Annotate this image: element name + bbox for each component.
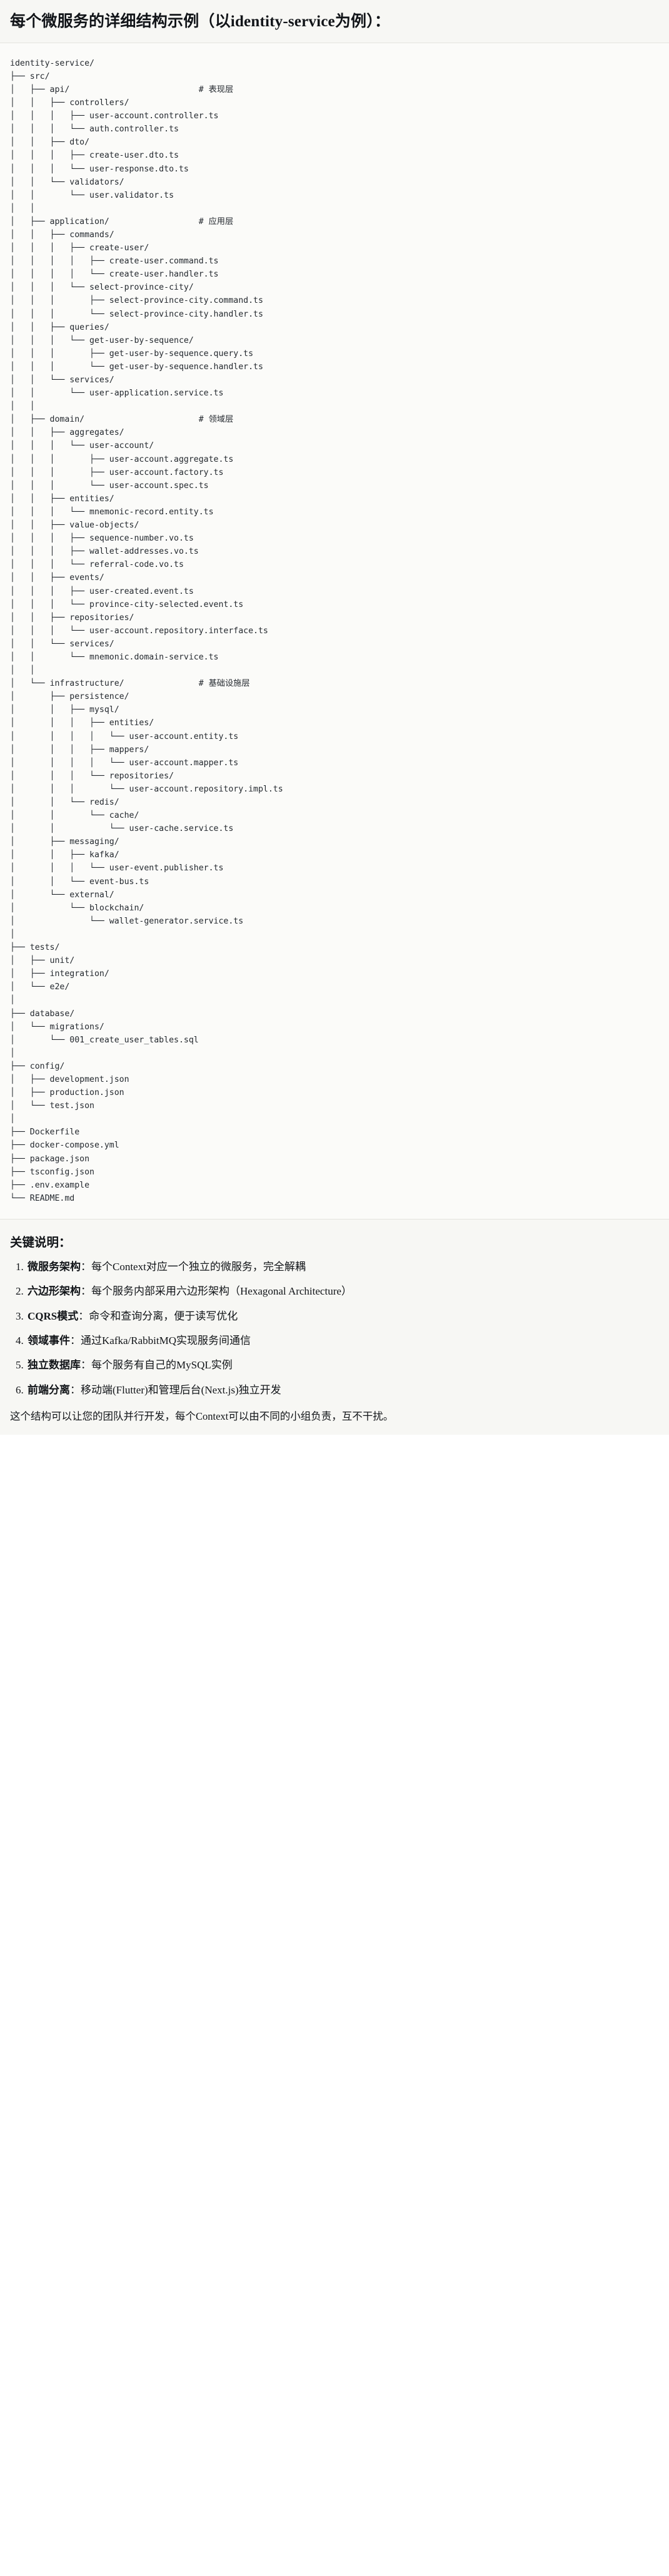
note-term: 前端分离: [28, 1383, 70, 1396]
note-separator: ：: [78, 1310, 89, 1322]
directory-tree-text: identity-service/ ├── src/ │ ├── api/ # …: [10, 58, 283, 1203]
note-separator: ：: [81, 1285, 91, 1298]
key-notes-list: 微服务架构：每个Context对应一个独立的微服务，完全解耦 六边形架构：每个服…: [10, 1259, 659, 1398]
note-text: 每个服务内部采用六边形架构（Hexagonal Architecture）: [91, 1285, 352, 1298]
list-item: CQRS模式：命令和查询分离，便于读写优化: [26, 1308, 659, 1325]
note-text: 每个服务有自己的MySQL实例: [91, 1359, 233, 1372]
list-item: 六边形架构：每个服务内部采用六边形架构（Hexagonal Architectu…: [26, 1283, 659, 1300]
list-item: 独立数据库：每个服务有自己的MySQL实例: [26, 1357, 659, 1373]
note-text: 命令和查询分离，便于读写优化: [89, 1310, 238, 1322]
document-page: 每个微服务的详细结构示例（以identity-service为例）： ident…: [0, 0, 669, 1435]
closing-paragraph: 这个结构可以让您的团队并行开发，每个Context可以由不同的小组负责，互不干扰…: [10, 1410, 394, 1422]
key-notes-section: 关键说明： 微服务架构：每个Context对应一个独立的微服务，完全解耦 六边形…: [0, 1219, 669, 1435]
list-item: 微服务架构：每个Context对应一个独立的微服务，完全解耦: [26, 1259, 659, 1275]
note-term: 领域事件: [28, 1334, 70, 1347]
note-term: CQRS模式: [28, 1310, 79, 1322]
title-section: 每个微服务的详细结构示例（以identity-service为例）：: [0, 0, 669, 43]
note-separator: ：: [70, 1334, 81, 1347]
note-separator: ：: [81, 1260, 91, 1273]
note-separator: ：: [81, 1359, 91, 1372]
note-text: 每个Context对应一个独立的微服务，完全解耦: [91, 1260, 306, 1273]
note-separator: ：: [70, 1383, 81, 1396]
list-item: 前端分离：移动端(Flutter)和管理后台(Next.js)独立开发: [26, 1382, 659, 1398]
note-term: 微服务架构: [28, 1260, 81, 1273]
directory-tree-section: identity-service/ ├── src/ │ ├── api/ # …: [0, 43, 669, 1219]
note-text: 通过Kafka/RabbitMQ实现服务间通信: [81, 1334, 251, 1347]
directory-tree-code: identity-service/ ├── src/ │ ├── api/ # …: [0, 57, 669, 1205]
page-title: 每个微服务的详细结构示例（以identity-service为例）：: [10, 13, 391, 30]
note-term: 独立数据库: [28, 1359, 81, 1372]
note-text: 移动端(Flutter)和管理后台(Next.js)独立开发: [81, 1383, 281, 1396]
list-item: 领域事件：通过Kafka/RabbitMQ实现服务间通信: [26, 1333, 659, 1349]
note-term: 六边形架构: [28, 1285, 81, 1298]
key-notes-heading: 关键说明：: [10, 1236, 71, 1250]
